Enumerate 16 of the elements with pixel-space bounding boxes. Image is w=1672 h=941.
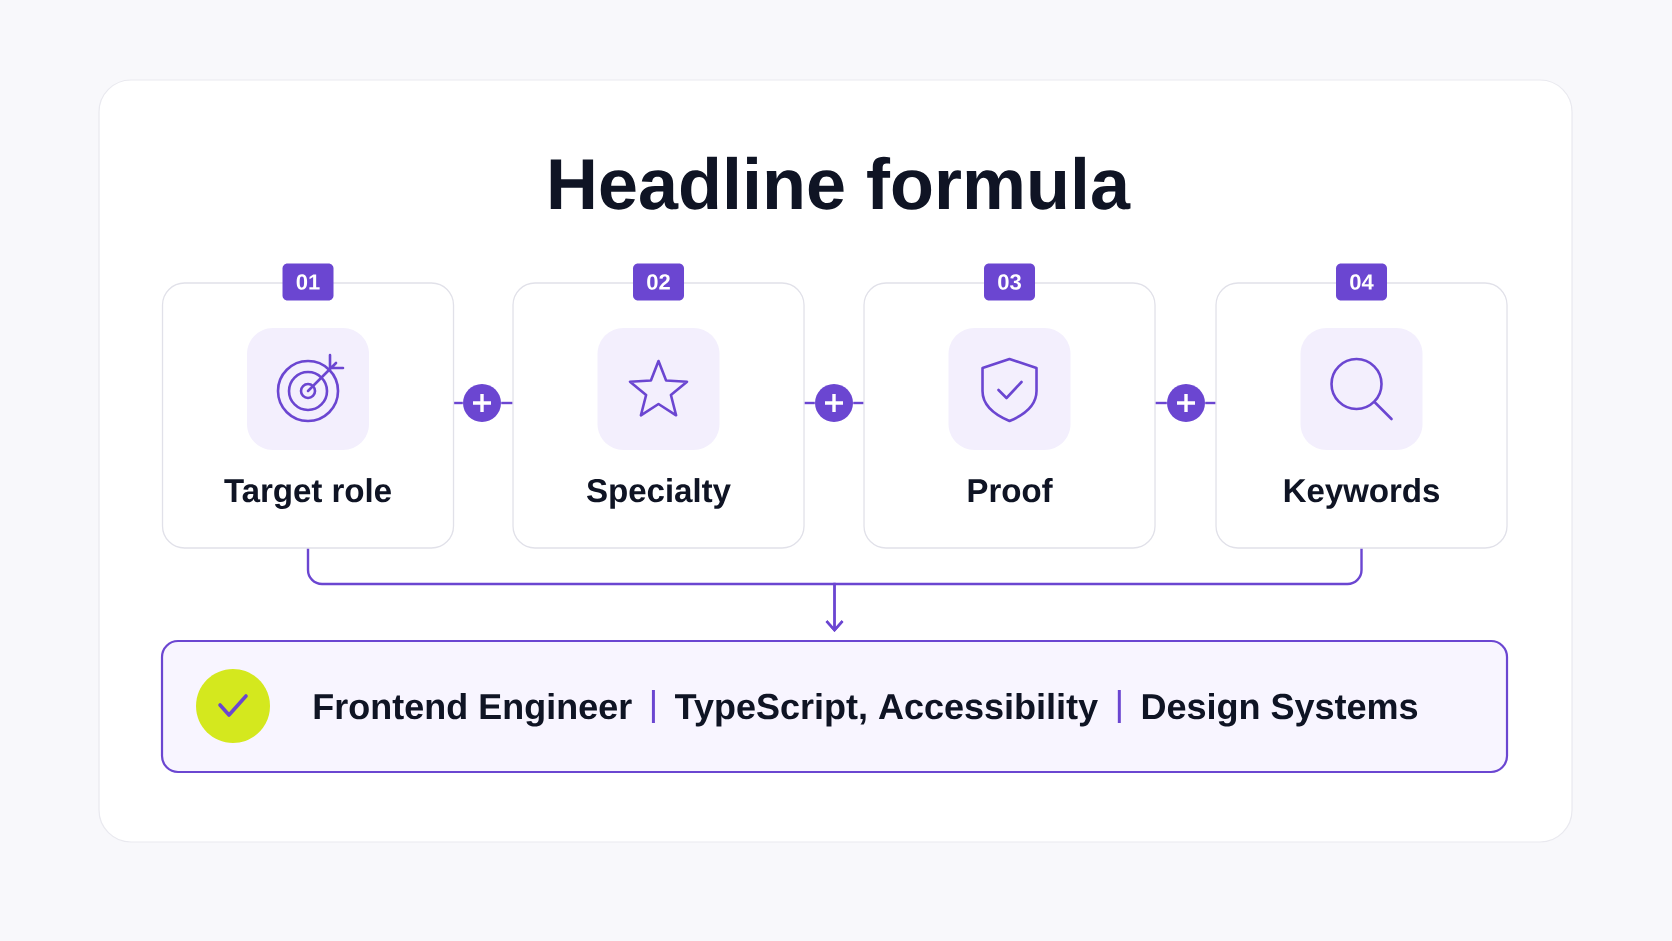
number-badge: 04 bbox=[1336, 263, 1387, 301]
connector-line bbox=[804, 401, 815, 405]
connector-line bbox=[501, 401, 513, 405]
connector-line bbox=[454, 401, 463, 405]
connector-line bbox=[1155, 401, 1167, 405]
title: Headline formula bbox=[550, 156, 1131, 210]
bracket-arrow bbox=[825, 548, 1363, 632]
connector-line bbox=[853, 401, 864, 405]
connector-line bbox=[1205, 401, 1216, 405]
number-badge: 01 bbox=[282, 263, 334, 301]
plus-circle bbox=[815, 384, 853, 422]
number-badge: 02 bbox=[633, 263, 684, 301]
plus-circle bbox=[1167, 384, 1205, 422]
plus-circle bbox=[463, 384, 501, 422]
number-badge: 03 bbox=[984, 263, 1035, 301]
result-box: Frontend Engineer TypeScript, Accessibility Design Systems bbox=[160, 639, 1509, 774]
